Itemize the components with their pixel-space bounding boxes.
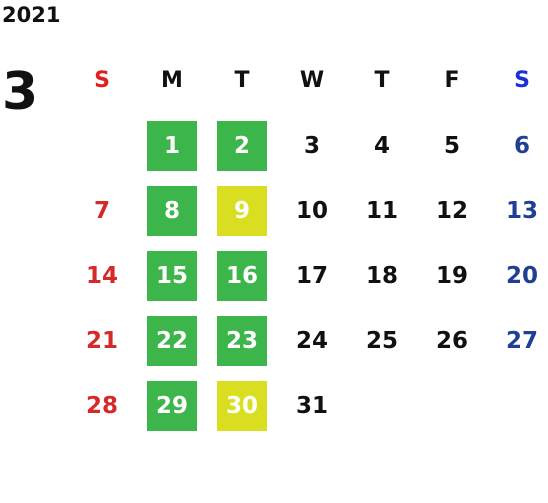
calendar-day-number: 9 [217,185,267,236]
weekday-header-monday: M [161,68,183,93]
calendar-day-number [497,381,547,431]
weekday-header-tuesday: T [234,68,250,93]
calendar-day-number: 24 [295,327,328,354]
calendar-day: 11 [347,178,417,243]
calendar-day-number: 13 [505,197,538,224]
calendar-day: 7 [67,178,137,243]
calendar-day: 6 [487,113,548,178]
weekday-header-saturday: S [514,68,530,93]
calendar-day-number: 19 [435,262,468,289]
calendar-day: 28 [67,373,137,438]
year-label: 2021 [2,3,61,27]
calendar-day-number: 14 [85,262,118,289]
calendar-day-number: 31 [295,392,328,419]
calendar-day-number: 30 [217,380,267,431]
weekday-header-row: S M T W T F S [67,48,548,113]
calendar-day: 27 [487,308,548,373]
weekday-header-sunday: S [94,68,110,93]
calendar-day-number: 1 [147,120,197,171]
calendar-day: 15 [137,243,207,308]
calendar-day-number: 7 [93,197,110,224]
calendar-day: 26 [417,308,487,373]
calendar-day-number: 28 [85,392,118,419]
calendar-day-number: 15 [147,250,197,301]
calendar-day-number: 29 [147,380,197,431]
calendar-day-number: 10 [295,197,328,224]
calendar-day: 30 [207,373,277,438]
calendar-day-number: 11 [365,197,398,224]
month-number: 3 [2,62,39,122]
calendar-day-number: 6 [513,132,530,159]
calendar-day-number [427,381,477,431]
calendar-empty-cell [347,373,417,438]
calendar-day: 31 [277,373,347,438]
calendar-day: 1 [137,113,207,178]
calendar-day: 8 [137,178,207,243]
weekday-header-wednesday: W [299,68,325,93]
calendar-day-number: 4 [373,132,390,159]
calendar-day-number: 23 [217,315,267,366]
calendar-week-row: 14 15 16 17 18 19 20 [67,243,548,308]
calendar-day-number: 3 [303,132,320,159]
calendar-day: 5 [417,113,487,178]
calendar-day: 4 [347,113,417,178]
calendar-day-number: 16 [217,250,267,301]
calendar-day: 10 [277,178,347,243]
calendar-day: 21 [67,308,137,373]
calendar-day-number: 27 [505,327,538,354]
calendar-day-number: 25 [365,327,398,354]
calendar-day-number: 17 [295,262,328,289]
calendar-day-number: 2 [217,120,267,171]
calendar-day: 24 [277,308,347,373]
calendar-week-row: 21 22 23 24 25 26 27 [67,308,548,373]
calendar-day-number: 12 [435,197,468,224]
calendar-empty-cell [67,113,137,178]
calendar-day-number [357,381,407,431]
calendar-day: 3 [277,113,347,178]
calendar-day-number: 5 [443,132,460,159]
calendar-day: 19 [417,243,487,308]
calendar-empty-cell [487,373,548,438]
calendar-day: 13 [487,178,548,243]
calendar-day-number: 20 [505,262,538,289]
calendar-day-number: 18 [365,262,398,289]
calendar-day: 12 [417,178,487,243]
calendar-day: 18 [347,243,417,308]
calendar-day: 25 [347,308,417,373]
calendar-day-number: 22 [147,315,197,366]
calendar-day: 14 [67,243,137,308]
calendar-day-number [77,121,127,171]
calendar-day-number: 26 [435,327,468,354]
calendar-day-number: 8 [147,185,197,236]
weekday-header-thursday: T [374,68,390,93]
calendar-empty-cell [417,373,487,438]
calendar-day: 20 [487,243,548,308]
calendar-day: 23 [207,308,277,373]
calendar-day: 9 [207,178,277,243]
calendar-day: 17 [277,243,347,308]
calendar-day-number: 21 [85,327,118,354]
calendar-day: 2 [207,113,277,178]
calendar-day: 16 [207,243,277,308]
calendar-week-row: 28 29 30 31 [67,373,548,438]
calendar-day: 29 [137,373,207,438]
weekday-header-friday: F [444,68,460,93]
calendar-day: 22 [137,308,207,373]
